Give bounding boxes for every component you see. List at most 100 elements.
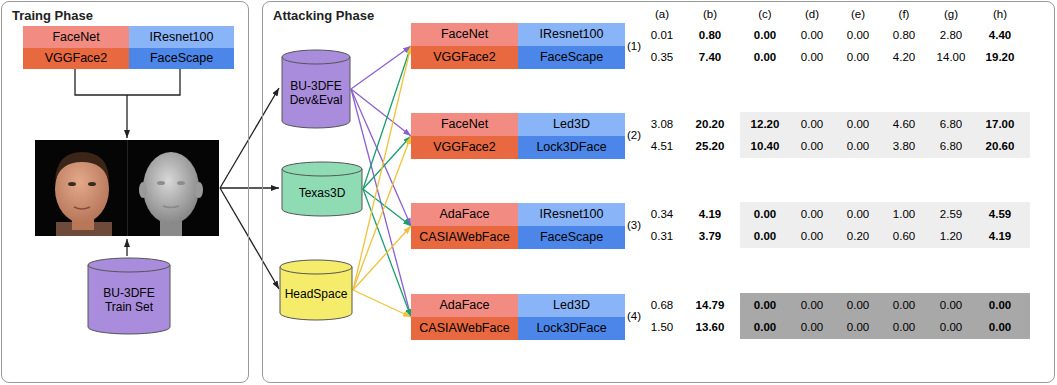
table-cell: 0.35 bbox=[638, 50, 686, 64]
panel-title: Attacking Phase bbox=[273, 8, 374, 23]
table-cell: 14.79 bbox=[686, 298, 734, 312]
table-cell: 4.20 bbox=[880, 50, 928, 64]
table-cell: 3.80 bbox=[880, 139, 928, 153]
cylinder-body bbox=[282, 57, 350, 128]
column-header: (f) bbox=[880, 7, 928, 21]
table-cell: 2.59 bbox=[927, 207, 975, 221]
table-cell: 1.00 bbox=[880, 207, 928, 221]
callout-number: (2) bbox=[610, 128, 658, 142]
table-cell: 25.20 bbox=[686, 139, 734, 153]
table-cell: 0.00 bbox=[741, 298, 789, 312]
table-cell: 0.34 bbox=[638, 207, 686, 221]
model-label: IResnet100 bbox=[150, 30, 214, 45]
table-cell: 0.01 bbox=[638, 28, 686, 42]
table-cell: 17.00 bbox=[976, 117, 1024, 131]
model-box: VGGFace2 bbox=[23, 48, 129, 69]
table-cell: 4.59 bbox=[976, 207, 1024, 221]
table-cell: 0.00 bbox=[788, 50, 836, 64]
table-cell: 4.19 bbox=[976, 229, 1024, 243]
table-cell: 0.60 bbox=[880, 229, 928, 243]
dataset-arrow bbox=[353, 226, 411, 290]
model-label: Lock3DFace bbox=[536, 321, 606, 336]
table-cell: 10.40 bbox=[741, 139, 789, 153]
table-cell: 1.20 bbox=[927, 229, 975, 243]
model-box: FaceScape bbox=[518, 226, 625, 249]
dataset-arrow bbox=[363, 136, 411, 189]
model-box: FaceNet bbox=[23, 26, 129, 48]
table-cell: 0.00 bbox=[788, 320, 836, 334]
model-label: Led3D bbox=[553, 117, 590, 132]
dataset-label: Texas3D bbox=[299, 186, 346, 200]
column-header: (e) bbox=[834, 7, 882, 21]
table-cell: 0.00 bbox=[788, 229, 836, 243]
column-header: (b) bbox=[686, 7, 734, 21]
model-label: AdaFace bbox=[439, 298, 489, 313]
table-cell: 6.80 bbox=[927, 117, 975, 131]
model-box: FaceNet bbox=[411, 113, 518, 136]
column-header: (c) bbox=[741, 7, 789, 21]
model-box: VGGFace2 bbox=[411, 46, 518, 69]
table-cell: 0.00 bbox=[880, 320, 928, 334]
table-cell: 7.40 bbox=[686, 50, 734, 64]
face-image bbox=[35, 140, 219, 236]
column-header: (h) bbox=[976, 7, 1024, 21]
table-cell: 3.08 bbox=[638, 117, 686, 131]
model-label: FaceScape bbox=[540, 50, 603, 65]
dataset-cylinder: BU-3DFE Dev&Eval bbox=[281, 49, 351, 129]
callout-number: (4) bbox=[610, 309, 658, 323]
cylinder-top bbox=[280, 260, 352, 274]
table-band bbox=[740, 202, 1030, 248]
model-label: IResnet100 bbox=[540, 27, 604, 42]
table-cell: 2.80 bbox=[927, 28, 975, 42]
table-cell: 0.20 bbox=[834, 229, 882, 243]
table-cell: 14.00 bbox=[927, 50, 975, 64]
model-label: FaceScape bbox=[540, 230, 603, 245]
model-label: IResnet100 bbox=[540, 207, 604, 222]
model-box: IResnet100 bbox=[129, 26, 234, 48]
callout-number: (1) bbox=[610, 39, 658, 53]
model-label: CASIAWebFace bbox=[419, 230, 509, 245]
table-cell: 0.00 bbox=[741, 28, 789, 42]
table-cell: 0.00 bbox=[741, 320, 789, 334]
table-cell: 0.00 bbox=[834, 298, 882, 312]
dataset-label: BU-3DFE Train Set bbox=[92, 286, 166, 315]
table-cell: 1.50 bbox=[638, 320, 686, 334]
table-cell: 0.00 bbox=[976, 298, 1024, 312]
model-box: Led3D bbox=[518, 113, 625, 136]
table-cell: 4.51 bbox=[638, 139, 686, 153]
cylinder-body bbox=[280, 267, 352, 320]
model-label: FaceNet bbox=[441, 27, 488, 42]
cylinder-top bbox=[282, 162, 362, 176]
cylinder-top bbox=[88, 258, 170, 272]
table-cell: 0.00 bbox=[834, 320, 882, 334]
model-label: CASIAWebFace bbox=[419, 321, 509, 336]
table-cell: 6.80 bbox=[927, 139, 975, 153]
model-box: VGGFace2 bbox=[411, 136, 518, 159]
table-cell: 0.00 bbox=[741, 50, 789, 64]
table-cell: 0.80 bbox=[880, 28, 928, 42]
panel-title: Traing Phase bbox=[12, 8, 93, 23]
table-cell: 4.19 bbox=[686, 207, 734, 221]
dataset-label: BU-3DFE Dev&Eval bbox=[286, 79, 346, 108]
model-label: AdaFace bbox=[439, 207, 489, 222]
table-cell: 3.79 bbox=[686, 229, 734, 243]
table-cell: 0.31 bbox=[638, 229, 686, 243]
cylinder-top bbox=[282, 50, 350, 64]
table-cell: 0.00 bbox=[788, 139, 836, 153]
column-header: (g) bbox=[927, 7, 975, 21]
table-cell: 0.00 bbox=[834, 139, 882, 153]
table-cell: 13.60 bbox=[686, 320, 734, 334]
table-cell: 0.00 bbox=[788, 117, 836, 131]
dataset-arrow bbox=[353, 136, 411, 290]
model-box: FaceScape bbox=[129, 48, 234, 69]
table-cell: 0.00 bbox=[788, 28, 836, 42]
model-box: IResnet100 bbox=[518, 203, 625, 226]
phase-panel: Traing PhaseFaceNet IResnet100VGGFace2Fac… bbox=[1, 1, 249, 383]
table-cell: 0.00 bbox=[834, 28, 882, 42]
dataset-cylinder: HeadSpace bbox=[279, 259, 353, 321]
table-cell: 0.00 bbox=[741, 229, 789, 243]
model-label: Lock3DFace bbox=[536, 140, 606, 155]
cylinder-body bbox=[88, 265, 170, 334]
table-cell: 0.00 bbox=[834, 50, 882, 64]
dataset-cylinder: BU-3DFE Train Set bbox=[87, 257, 171, 335]
